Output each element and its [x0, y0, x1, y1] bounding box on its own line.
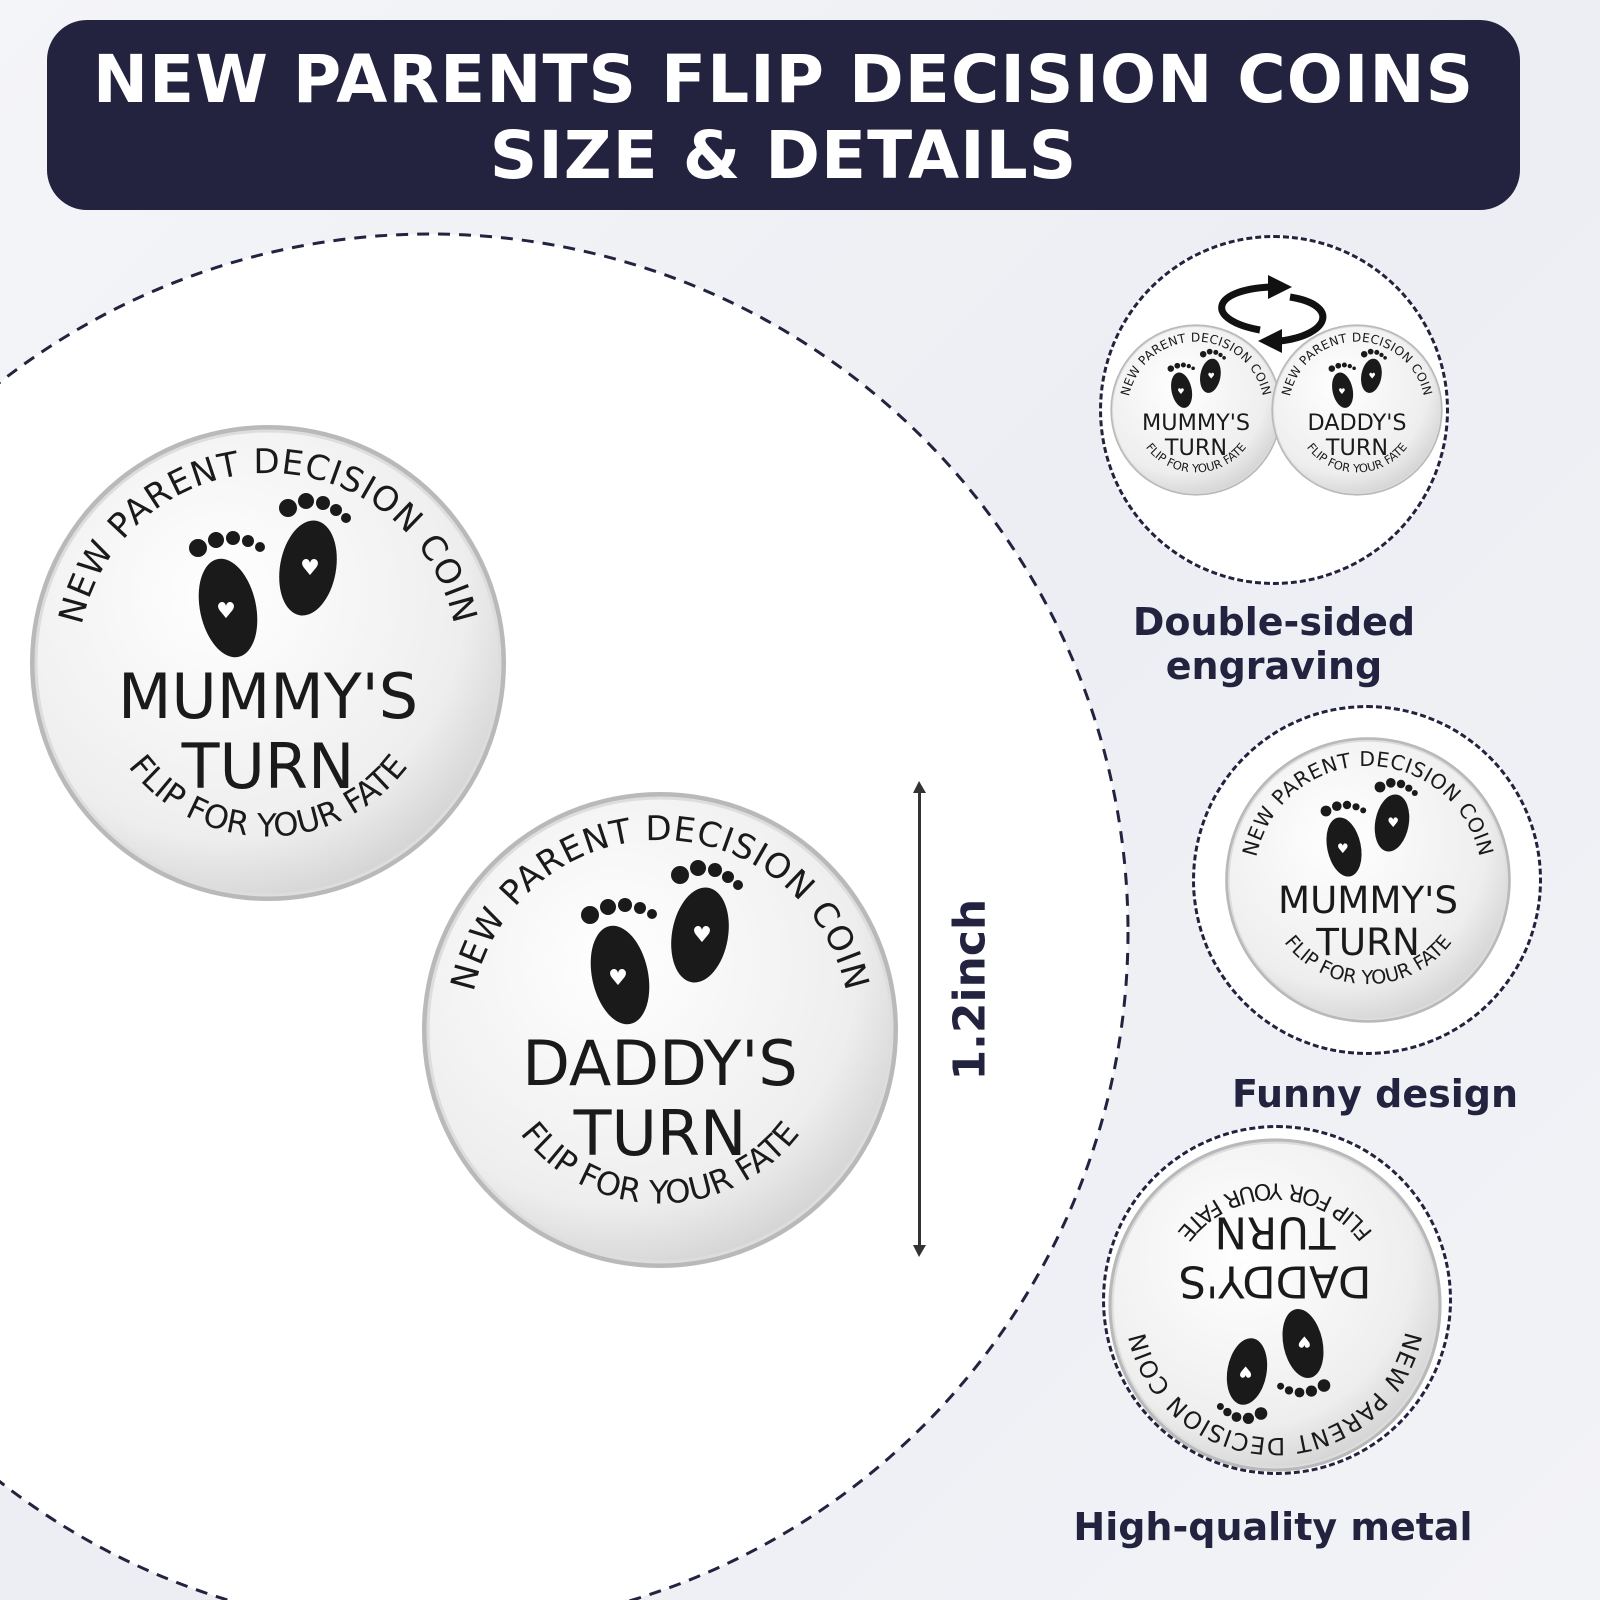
baby-feet-icon: ♥♥ [1328, 348, 1387, 408]
baby-feet-icon: ♥♥ [1167, 348, 1226, 408]
coin-main-text: TURN [1315, 920, 1420, 964]
coin-daddy-side: NEW PARENT DECISION COIN ♥♥ DADDY'S TURN… [422, 792, 898, 1268]
coin-main-text: TURN [1215, 1207, 1337, 1257]
coin-main-text: TURN [573, 1097, 747, 1170]
coin-daddy-side: NEW PARENT DECISION COIN ♥♥ DADDY'S TURN… [1271, 324, 1443, 496]
title-line-1: NEW PARENTS FLIP DECISION COINS [92, 41, 1475, 118]
baby-feet-icon: ♥♥ [189, 493, 351, 658]
baby-feet-icon: ♥♥ [1320, 778, 1418, 877]
baby-feet-icon: ♥♥ [581, 860, 743, 1025]
svg-text:♥: ♥ [216, 599, 236, 624]
coin-mummy-side: NEW PARENT DECISION COIN ♥♥ MUMMY'S TURN… [1110, 324, 1282, 496]
feature-label-metal: High-quality metal [1073, 1505, 1473, 1549]
coin-main-text: DADDY'S [522, 1027, 797, 1100]
coin-daddy-side: NEW PARENT DECISION COIN ♥♥ DADDY'S TURN… [1108, 1138, 1442, 1472]
coin-main-text: TURN [1325, 435, 1388, 461]
coin-mummy-side: NEW PARENT DECISION COIN ♥♥ MUMMY'S TURN… [30, 425, 506, 901]
coin-main-text: DADDY'S [1179, 1256, 1372, 1306]
svg-text:♥: ♥ [300, 556, 320, 581]
size-dimension-arrow [913, 781, 926, 1257]
coin-main-text: DADDY'S [1307, 410, 1406, 436]
size-dimension-label: 1.2inch [944, 898, 996, 1081]
svg-text:♥: ♥ [1337, 842, 1349, 857]
svg-text:♥: ♥ [1387, 816, 1399, 831]
title-banner: NEW PARENTS FLIP DECISION COINS SIZE & D… [47, 20, 1520, 210]
title-line-2: SIZE & DETAILS [489, 117, 1078, 194]
feature-label-line: Double-sided [1132, 600, 1416, 644]
svg-text:♥: ♥ [692, 923, 712, 948]
baby-feet-icon: ♥♥ [1216, 1309, 1331, 1424]
coin-mummy-side: NEW PARENT DECISION COIN ♥♥ MUMMY'S TURN… [1225, 737, 1511, 1023]
coin-main-text: MUMMY'S [118, 660, 418, 733]
svg-text:♥: ♥ [1177, 387, 1184, 396]
flip-arrows-icon [1218, 275, 1327, 353]
feature-label-funny-design: Funny design [1231, 1072, 1519, 1116]
svg-text:♥: ♥ [1208, 371, 1215, 380]
coin-main-text: TURN [1164, 435, 1227, 461]
svg-text:♥: ♥ [608, 966, 628, 991]
feature-label-double-sided: Double-sided engraving [1064, 600, 1484, 688]
svg-text:♥: ♥ [1369, 371, 1376, 380]
svg-text:♥: ♥ [1297, 1333, 1311, 1351]
coin-main-text: MUMMY'S [1142, 410, 1250, 436]
svg-text:♥: ♥ [1338, 387, 1345, 396]
coin-main-text: TURN [181, 730, 355, 803]
feature-label-line: engraving [1165, 644, 1383, 688]
svg-text:♥: ♥ [1239, 1363, 1253, 1381]
coin-main-text: MUMMY'S [1278, 878, 1458, 922]
